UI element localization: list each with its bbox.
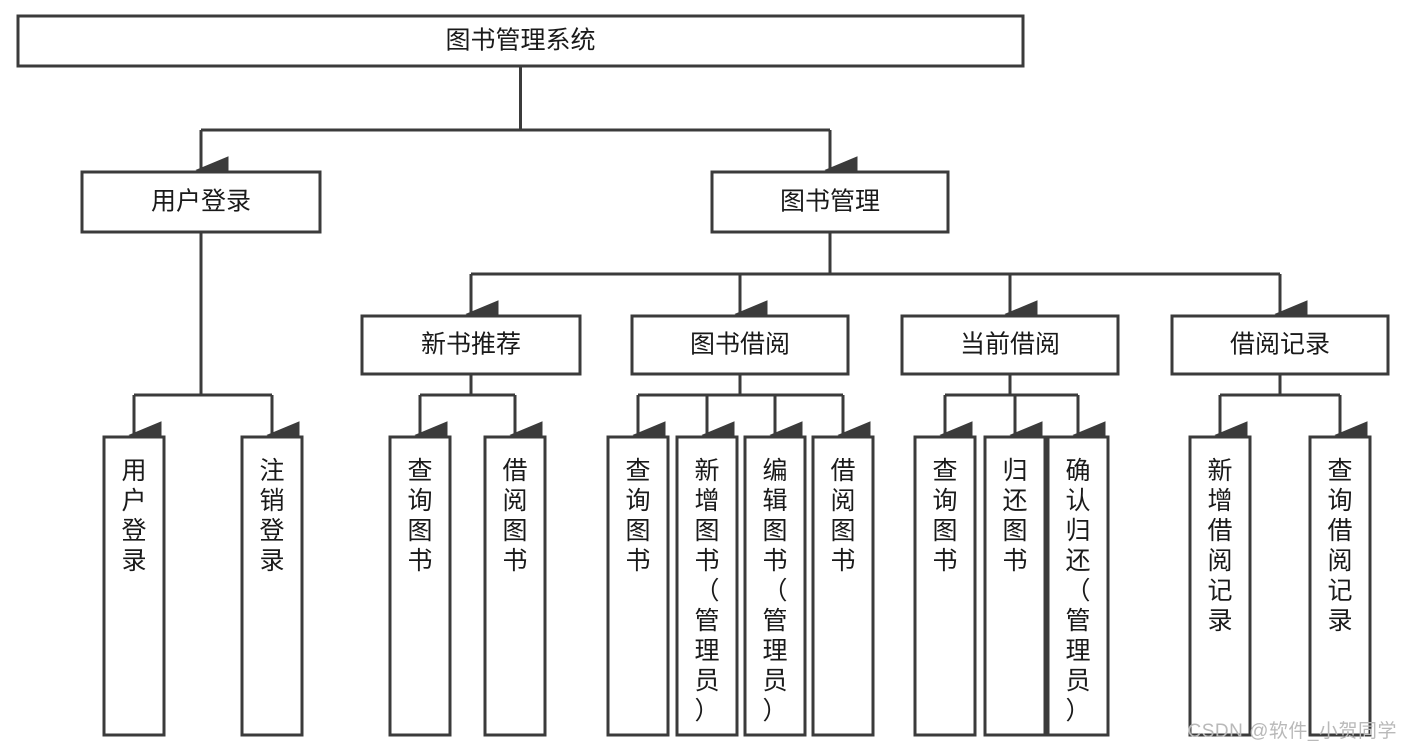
node-box-borrow-records[interactable] (1170, 314, 1390, 376)
node-box-leaf-borrow-book[interactable] (811, 435, 875, 737)
node-box-leaf-user-logout[interactable] (240, 435, 304, 737)
node-label-leaf-borrow-book-recommend: 借阅图书 (502, 457, 527, 575)
node-label-leaf-query-borrow-record: 查询借阅记录 (1327, 457, 1352, 635)
node-box-leaf-edit-book-admin[interactable] (743, 435, 807, 737)
node-box-leaf-add-book-admin[interactable] (675, 435, 739, 737)
node-label-user-login: 用户登录 (151, 188, 251, 216)
node-label-leaf-add-book-admin: 新增图书（管理员） (694, 457, 719, 725)
node-root[interactable]: 图书管理系统 (16, 14, 1025, 68)
node-box-leaf-confirm-return-admin[interactable] (1046, 435, 1110, 737)
node-label-book-borrow: 图书借阅 (690, 331, 790, 359)
node-user-login[interactable]: 用户登录 (80, 170, 322, 234)
node-box-book-borrow[interactable] (630, 314, 850, 376)
node-box-user-login[interactable] (80, 170, 322, 234)
node-label-root: 图书管理系统 (445, 27, 595, 55)
node-label-new-book-recommend: 新书推荐 (421, 331, 521, 359)
node-label-leaf-user-logout: 注销登录 (259, 457, 284, 575)
node-box-current-borrow[interactable] (900, 314, 1120, 376)
node-label-book-management: 图书管理 (780, 188, 880, 216)
node-box-leaf-return-book[interactable] (983, 435, 1047, 737)
node-label-leaf-user-login: 用户登录 (121, 457, 146, 575)
node-label-borrow-records: 借阅记录 (1230, 331, 1330, 359)
node-label-leaf-query-book-current: 查询图书 (932, 457, 957, 575)
node-borrow-records[interactable]: 借阅记录 (1170, 314, 1390, 376)
node-leaf-query-borrow-record[interactable]: 查询借阅记录 (1308, 435, 1372, 737)
node-leaf-borrow-book-recommend[interactable]: 借阅图书 (483, 435, 547, 737)
node-leaf-user-login[interactable]: 用户登录 (102, 435, 166, 737)
node-leaf-query-book-current[interactable]: 查询图书 (913, 435, 977, 737)
node-label-leaf-query-book-recommend: 查询图书 (407, 457, 432, 575)
node-box-leaf-add-borrow-record[interactable] (1188, 435, 1252, 737)
node-leaf-query-book-recommend[interactable]: 查询图书 (388, 435, 452, 737)
node-leaf-confirm-return-admin[interactable]: 确认归还（管理员） (1046, 435, 1110, 737)
node-label-leaf-add-borrow-record: 新增借阅记录 (1207, 457, 1232, 635)
node-leaf-edit-book-admin[interactable]: 编辑图书（管理员） (743, 435, 807, 737)
node-label-leaf-confirm-return-admin: 确认归还（管理员） (1065, 457, 1090, 725)
node-box-leaf-query-book-recommend[interactable] (388, 435, 452, 737)
node-book-borrow[interactable]: 图书借阅 (630, 314, 850, 376)
node-current-borrow[interactable]: 当前借阅 (900, 314, 1120, 376)
node-label-leaf-query-book-borrow: 查询图书 (625, 457, 650, 575)
node-leaf-return-book[interactable]: 归还图书 (983, 435, 1047, 737)
node-leaf-borrow-book[interactable]: 借阅图书 (811, 435, 875, 737)
node-box-book-management[interactable] (710, 170, 950, 234)
node-box-leaf-user-login[interactable] (102, 435, 166, 737)
node-box-leaf-query-book-current[interactable] (913, 435, 977, 737)
node-book-management[interactable]: 图书管理 (710, 170, 950, 234)
node-layer: 图书管理系统用户登录图书管理新书推荐图书借阅当前借阅借阅记录用户登录注销登录查询… (16, 14, 1390, 737)
node-leaf-add-book-admin[interactable]: 新增图书（管理员） (675, 435, 739, 737)
node-new-book-recommend[interactable]: 新书推荐 (360, 314, 582, 376)
connector-layer (128, 66, 1368, 449)
node-leaf-add-borrow-record[interactable]: 新增借阅记录 (1188, 435, 1252, 737)
node-label-leaf-borrow-book: 借阅图书 (830, 457, 855, 575)
watermark-text: CSDN @软件_小贺同学 (1187, 721, 1397, 742)
node-box-leaf-query-borrow-record[interactable] (1308, 435, 1372, 737)
node-leaf-query-book-borrow[interactable]: 查询图书 (606, 435, 670, 737)
node-box-leaf-borrow-book-recommend[interactable] (483, 435, 547, 737)
node-label-leaf-edit-book-admin: 编辑图书（管理员） (762, 457, 787, 725)
node-label-leaf-return-book: 归还图书 (1002, 457, 1027, 575)
node-box-new-book-recommend[interactable] (360, 314, 582, 376)
node-box-leaf-query-book-borrow[interactable] (606, 435, 670, 737)
node-label-current-borrow: 当前借阅 (960, 331, 1060, 359)
node-box-root[interactable] (16, 14, 1025, 68)
node-leaf-user-logout[interactable]: 注销登录 (240, 435, 304, 737)
